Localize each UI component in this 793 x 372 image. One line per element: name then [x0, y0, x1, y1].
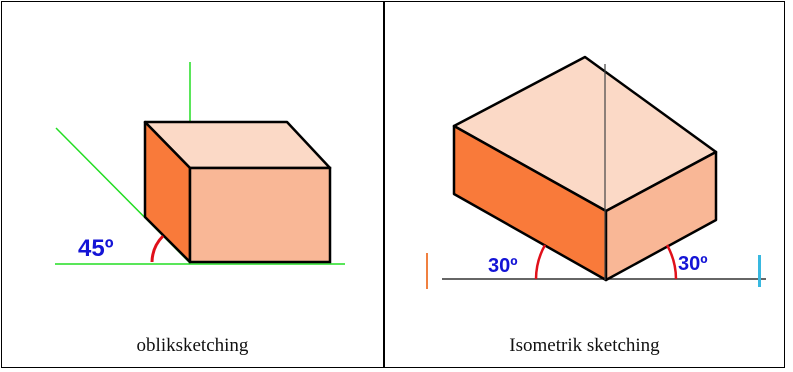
angle-label-right-30: 30º: [678, 253, 708, 275]
isometric-sketch-svg: 30º 30º: [426, 55, 766, 289]
iso-box-right-face: [604, 150, 718, 282]
oblique-sketch-svg: 45º: [55, 62, 345, 265]
column-divider: [383, 1, 385, 368]
left-edge-mark: [426, 253, 428, 289]
oblique-sketch-figure: 45º: [0, 0, 383, 320]
isometric-sketch-figure: 30º 30º: [384, 0, 784, 320]
table-frame: [1, 1, 785, 368]
isometric-caption: Isometrik sketching: [509, 335, 660, 356]
angle-arc-45: [150, 234, 165, 263]
box-front-face: [188, 166, 332, 264]
angle-arc-right-30: [665, 244, 678, 280]
right-edge-mark: [758, 255, 761, 287]
angle-label-left-30: 30º: [488, 255, 518, 277]
angle-arc-left-30: [534, 244, 547, 280]
angle-label-45: 45º: [78, 235, 114, 262]
oblique-caption: obliksketching: [136, 335, 249, 356]
